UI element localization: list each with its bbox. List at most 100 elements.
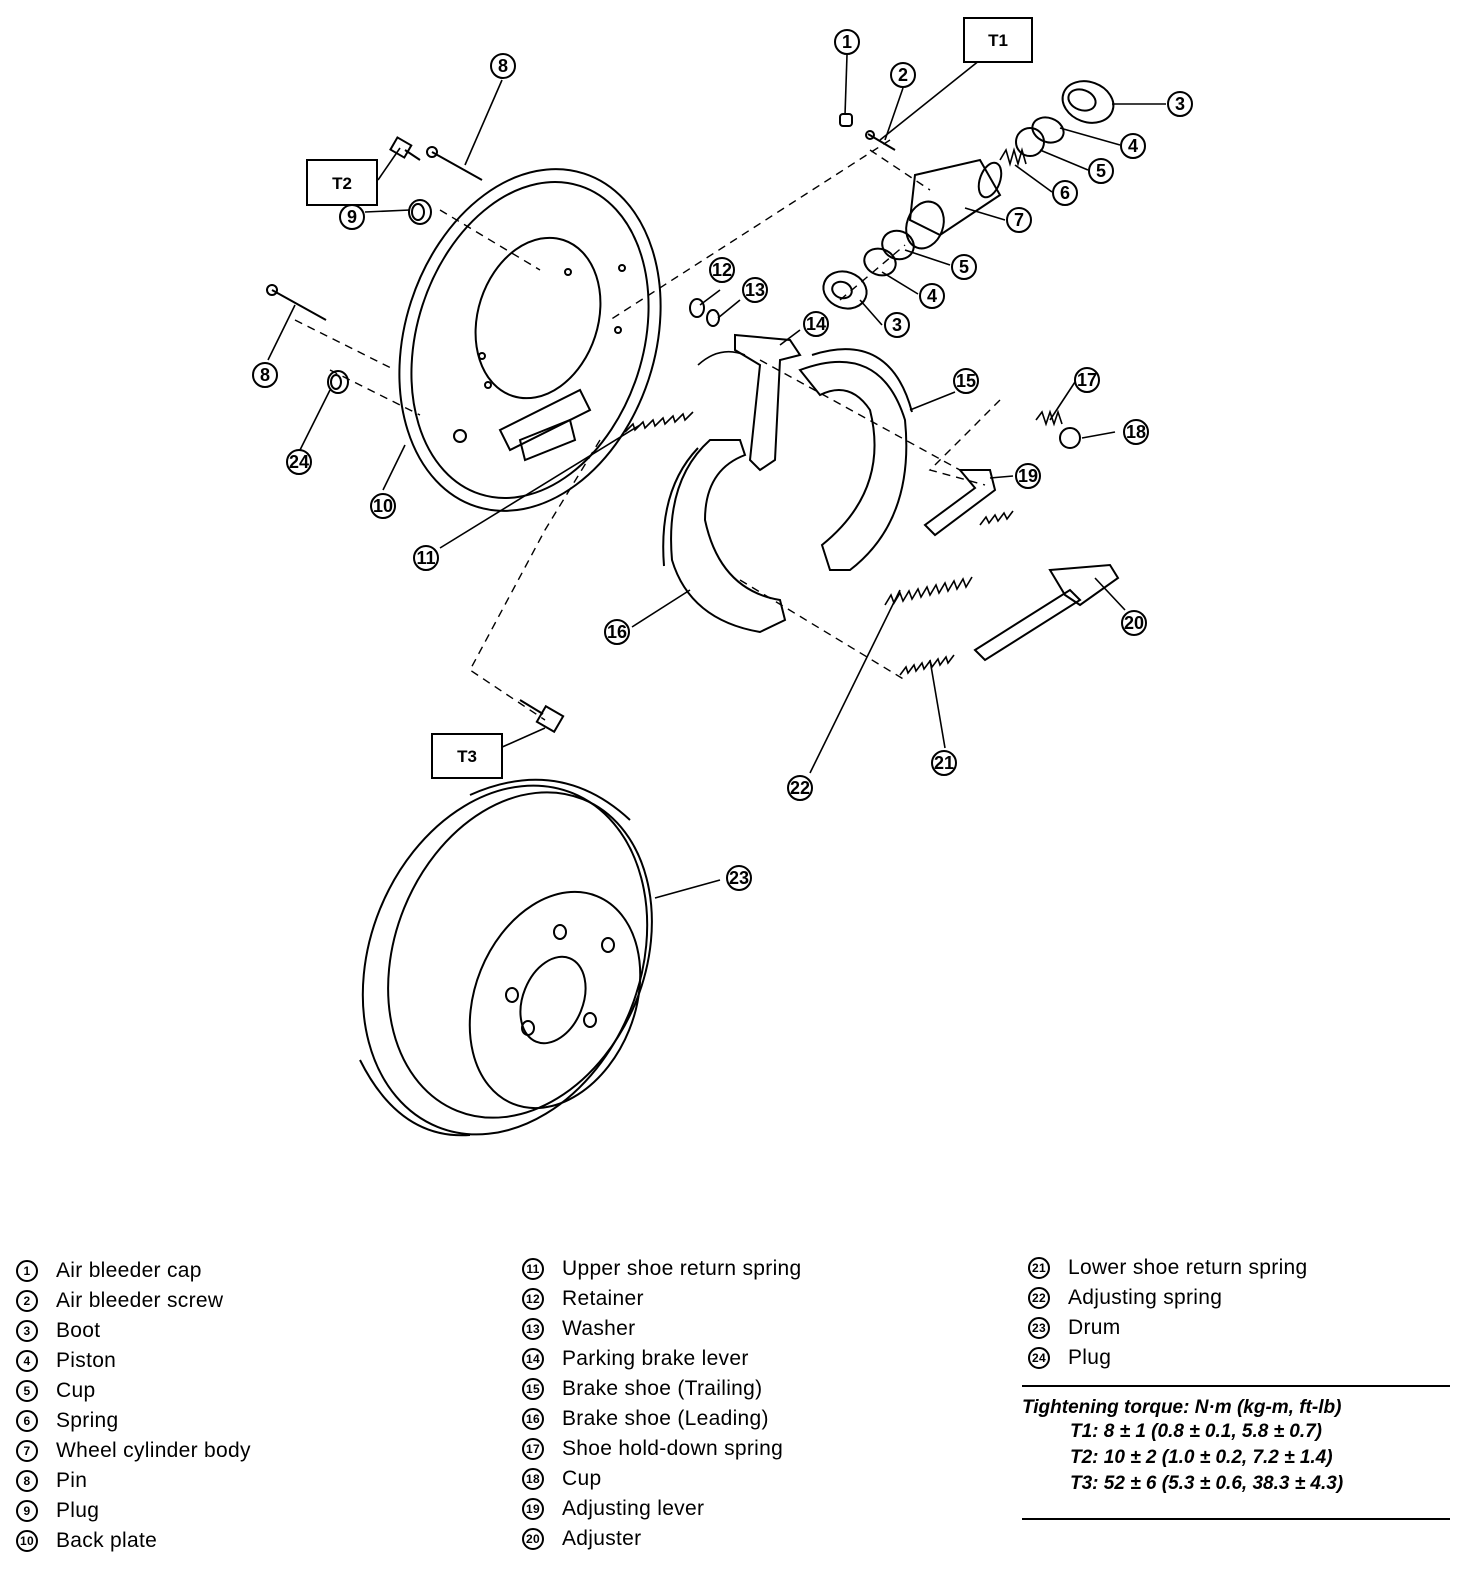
svg-text:13: 13 xyxy=(745,280,765,300)
bolt-t3 xyxy=(519,699,565,734)
svg-text:8: 8 xyxy=(260,365,270,385)
callout-14: 14 xyxy=(803,311,829,337)
shoe-hold-down-spring xyxy=(1035,409,1063,427)
brake-shoe-trailing xyxy=(798,348,913,571)
lower-shoe-return-spring xyxy=(899,654,955,676)
svg-text:21: 21 xyxy=(934,753,954,773)
torque-t1: T1: 8 ± 1 (0.8 ± 0.1, 5.8 ± 0.7) xyxy=(1070,1421,1323,1442)
svg-text:18: 18 xyxy=(1126,422,1146,442)
svg-text:T2: T2 xyxy=(332,174,352,193)
callout-20: 20 xyxy=(1121,610,1147,636)
svg-text:3: 3 xyxy=(1175,94,1185,114)
brake-shoe-leading xyxy=(662,439,787,634)
torque-box-t3: T3 xyxy=(431,733,503,779)
torque-bottom-rule xyxy=(1022,1518,1450,1520)
svg-text:T3: T3 xyxy=(457,747,477,766)
svg-text:4: 4 xyxy=(1128,136,1138,156)
retainer xyxy=(689,298,705,318)
air-bleeder-screw xyxy=(865,130,896,151)
adjusting-spring xyxy=(884,510,1014,606)
air-bleeder-cap xyxy=(839,113,853,127)
callout-9: 9 xyxy=(339,204,365,230)
callout-16: 16 xyxy=(604,619,630,645)
callout-23: 23 xyxy=(726,865,752,891)
piston-right xyxy=(1031,116,1065,144)
torque-t3: T3: 52 ± 6 (5.3 ± 0.6, 38.3 ± 4.3) xyxy=(1070,1473,1344,1494)
callouts: 1 2 3 4 5 6 7 5 4 3 8 9 8 24 10 11 12 13… xyxy=(252,29,1193,891)
boot-right xyxy=(1061,80,1115,124)
torque-title: Tightening torque: N·m (kg-m, ft-lb) xyxy=(1022,1397,1342,1418)
callout-11: 11 xyxy=(413,545,439,571)
callout-4b: 4 xyxy=(919,283,945,309)
callout-17: 17 xyxy=(1074,367,1100,393)
washer xyxy=(706,309,720,327)
svg-text:22: 22 xyxy=(790,778,810,798)
plug-lower xyxy=(327,370,349,394)
svg-text:15: 15 xyxy=(956,371,976,391)
callout-7: 7 xyxy=(1006,207,1032,233)
torque-box-t1: T1 xyxy=(963,17,1033,63)
callout-2: 2 xyxy=(890,62,916,88)
callout-4a: 4 xyxy=(1120,133,1146,159)
parking-brake-lever xyxy=(734,333,802,472)
svg-text:7: 7 xyxy=(1014,210,1024,230)
adjuster xyxy=(973,563,1120,662)
bolt-t2 xyxy=(389,136,421,161)
callout-24: 24 xyxy=(286,449,312,475)
callout-1: 1 xyxy=(834,29,860,55)
callout-5a: 5 xyxy=(1088,158,1114,184)
svg-text:6: 6 xyxy=(1060,183,1070,203)
callout-8a: 8 xyxy=(490,53,516,79)
svg-text:19: 19 xyxy=(1018,466,1038,486)
back-plate xyxy=(398,168,662,512)
leader-lines xyxy=(267,54,1166,899)
callout-22: 22 xyxy=(787,775,813,801)
callout-8b: 8 xyxy=(252,362,278,388)
svg-text:8: 8 xyxy=(498,56,508,76)
wheel-cylinder-body xyxy=(905,158,1003,250)
boot-left xyxy=(822,270,868,310)
svg-text:23: 23 xyxy=(729,868,749,888)
torque-t2: T2: 10 ± 2 (1.0 ± 0.2, 7.2 ± 1.4) xyxy=(1070,1447,1333,1468)
plug-upper xyxy=(408,199,432,225)
callout-6: 6 xyxy=(1052,180,1078,206)
exploded-brake-diagram: T1 T2 T3 1 2 3 4 5 6 7 5 4 3 8 9 8 24 10… xyxy=(252,17,1193,1137)
svg-text:2: 2 xyxy=(898,65,908,85)
piston-left xyxy=(863,247,897,277)
hold-down-cup xyxy=(1059,427,1081,449)
pin-upper xyxy=(426,146,483,181)
svg-text:10: 10 xyxy=(373,496,393,516)
svg-text:5: 5 xyxy=(959,257,969,277)
svg-text:24: 24 xyxy=(289,452,309,472)
svg-text:1: 1 xyxy=(842,32,852,52)
svg-text:3: 3 xyxy=(892,315,902,335)
callout-21: 21 xyxy=(931,750,957,776)
callout-15: 15 xyxy=(953,368,979,394)
svg-text:17: 17 xyxy=(1077,370,1097,390)
svg-text:11: 11 xyxy=(416,548,435,568)
